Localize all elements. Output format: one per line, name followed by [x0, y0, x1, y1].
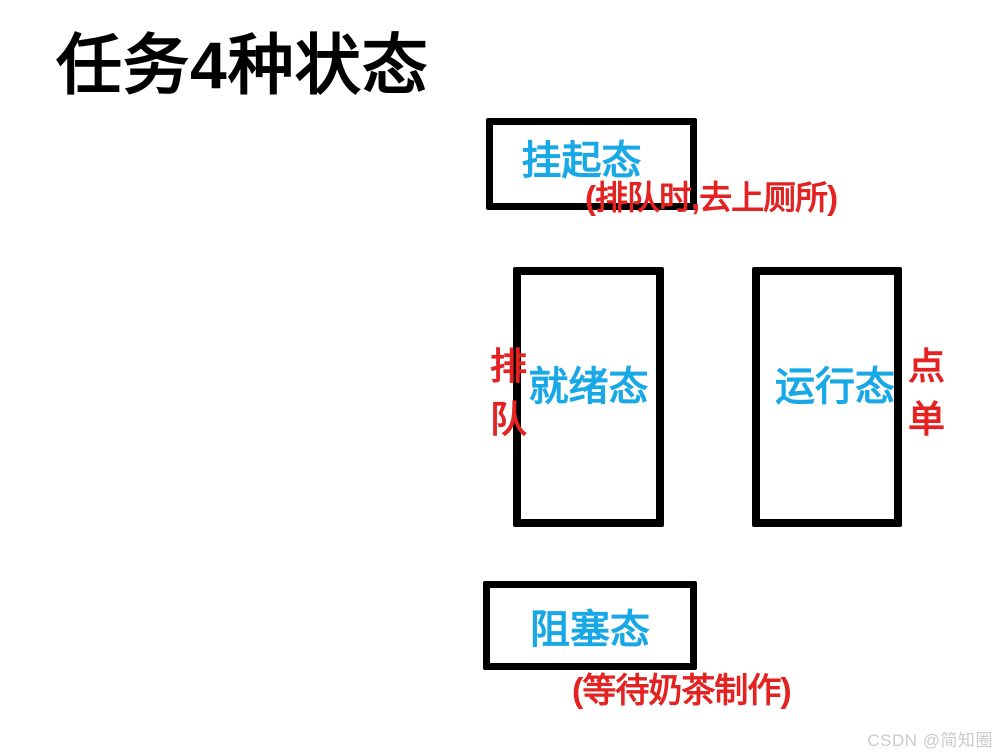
state-box-suspended: 挂起态	[486, 118, 697, 210]
state-box-running: 运行态	[752, 267, 902, 527]
watermark: CSDN @简知圈	[867, 731, 993, 750]
annotation-ready: 排队	[490, 346, 527, 440]
state-label-blocked: 阻塞态	[530, 607, 650, 652]
annotation-suspended: (排队时,去上厕所)	[585, 179, 838, 216]
state-label-suspended: 挂起态	[521, 139, 642, 183]
state-label-ready: 就绪态	[528, 365, 649, 409]
state-box-ready: 就绪态	[513, 267, 664, 527]
state-box-blocked: 阻塞态	[483, 581, 697, 670]
state-label-running: 运行态	[775, 365, 895, 409]
annotation-blocked: (等待奶茶制作)	[572, 672, 792, 710]
page-title: 任务4种状态	[56, 28, 429, 102]
annotation-running: 点单	[908, 346, 945, 440]
